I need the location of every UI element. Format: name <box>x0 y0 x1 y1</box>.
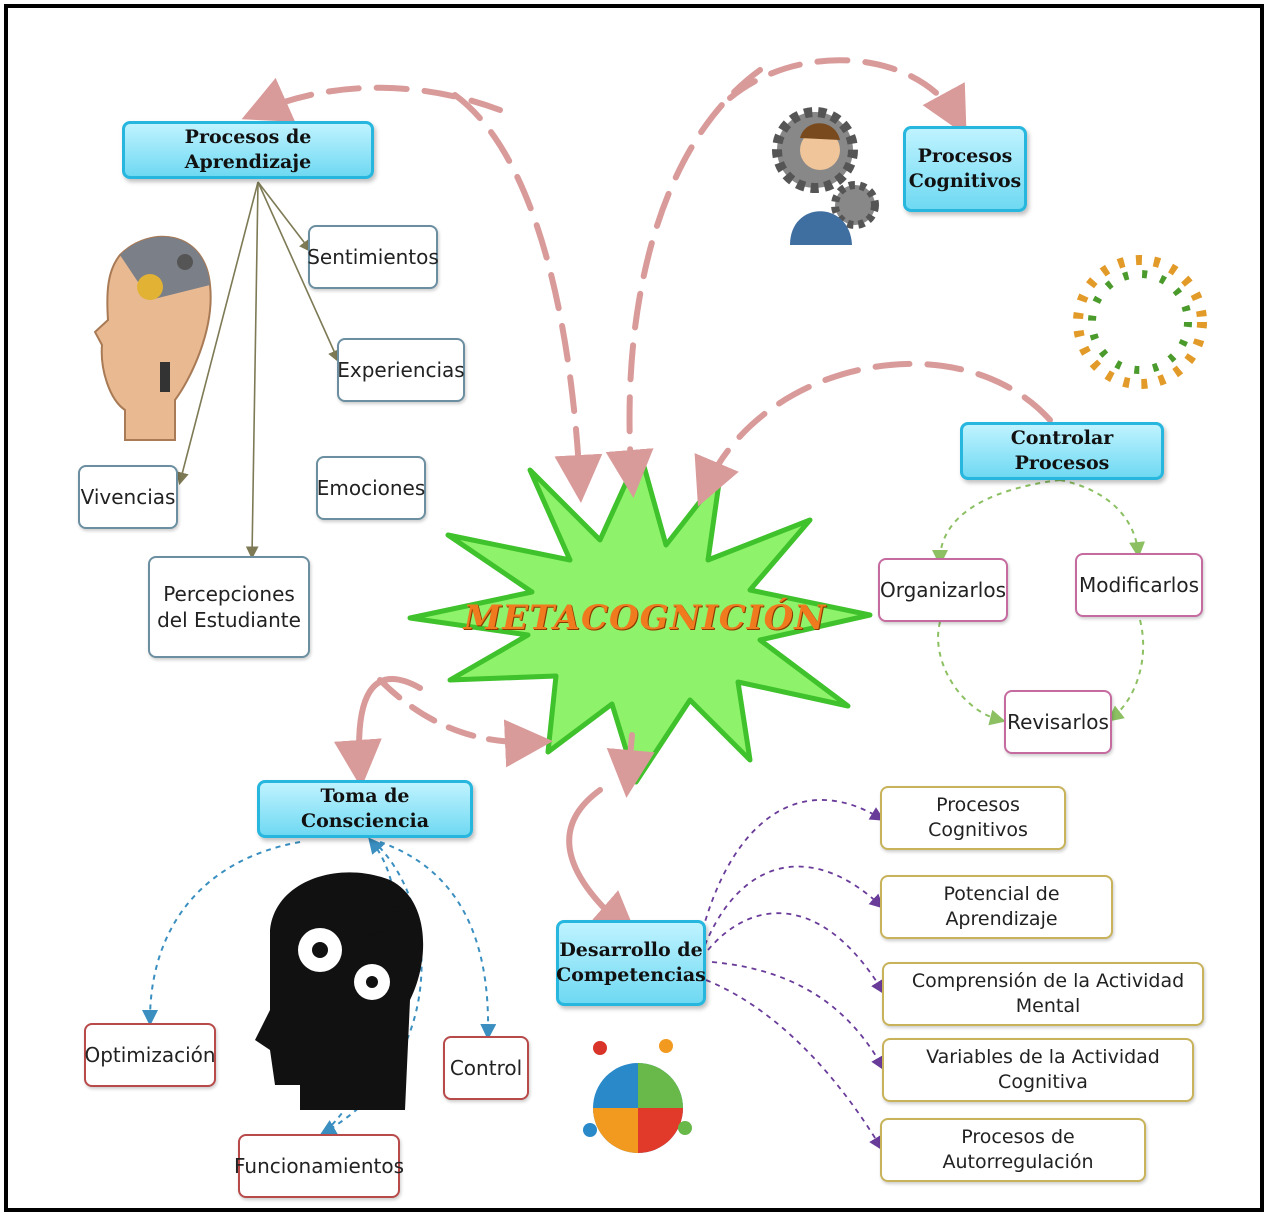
people-circle-illustration <box>1073 255 1207 389</box>
desarrollo-competencias-node[interactable]: Desarrollo de Competencias <box>556 920 706 1006</box>
experiencias-node[interactable]: Experiencias <box>337 338 465 402</box>
puzzle-team-illustration <box>583 1039 692 1153</box>
procesos-autorregulacion-item[interactable]: Procesos de Autorregulación <box>880 1118 1146 1182</box>
organizarlos-node[interactable]: Organizarlos <box>878 558 1008 622</box>
potencial-aprendizaje-item[interactable]: Potencial de Aprendizaje <box>880 875 1113 939</box>
emociones-node[interactable]: Emociones <box>316 456 426 520</box>
thinking-man-gears-illustration <box>772 107 879 245</box>
arrow-toma-center <box>377 677 553 768</box>
revisarlos-node[interactable]: Revisarlos <box>1004 690 1112 754</box>
brain-head-illustration <box>93 235 212 441</box>
arrow-to-aprendizaje <box>241 77 503 122</box>
percepciones-node[interactable]: Percepciones del Estudiante <box>148 556 310 658</box>
arrow-aprendizaje-center <box>452 92 603 503</box>
arrow-to-cognitivos <box>727 57 967 136</box>
arrow-center-desarrollo <box>566 787 639 940</box>
arrow-center-toma <box>333 676 423 788</box>
arrow-center-short <box>606 732 655 798</box>
comprension-actividad-mental-item[interactable]: Comprensión de la Actividad Mental <box>882 962 1204 1026</box>
procesos-cognitivos-node[interactable]: Procesos Cognitivos <box>903 126 1027 212</box>
control-node[interactable]: Control <box>443 1036 529 1100</box>
arrow-controlar-center <box>694 361 1053 507</box>
modificarlos-node[interactable]: Modificarlos <box>1075 553 1203 617</box>
variables-actividad-cognitiva-item[interactable]: Variables de la Actividad Cognitiva <box>882 1038 1194 1102</box>
diagram-frame <box>4 4 1264 1212</box>
procesos-aprendizaje-node[interactable]: Procesos de Aprendizaje <box>122 121 374 179</box>
sentimientos-node[interactable]: Sentimientos <box>307 225 439 289</box>
arrow-top-center <box>605 67 763 498</box>
head-gears-silhouette <box>255 872 424 1110</box>
controlar-procesos-node[interactable]: Controlar Procesos <box>960 422 1164 480</box>
vivencias-node[interactable]: Vivencias <box>78 465 178 529</box>
optimizacion-node[interactable]: Optimización <box>84 1023 216 1087</box>
procesos-cognitivos-item[interactable]: Procesos Cognitivos <box>880 786 1066 850</box>
funcionamientos-node[interactable]: Funcionamientos <box>234 1134 404 1198</box>
toma-consciencia-node[interactable]: Toma de Consciencia <box>257 780 473 838</box>
metacognicion-title: METACOGNICIÓN <box>463 598 827 638</box>
